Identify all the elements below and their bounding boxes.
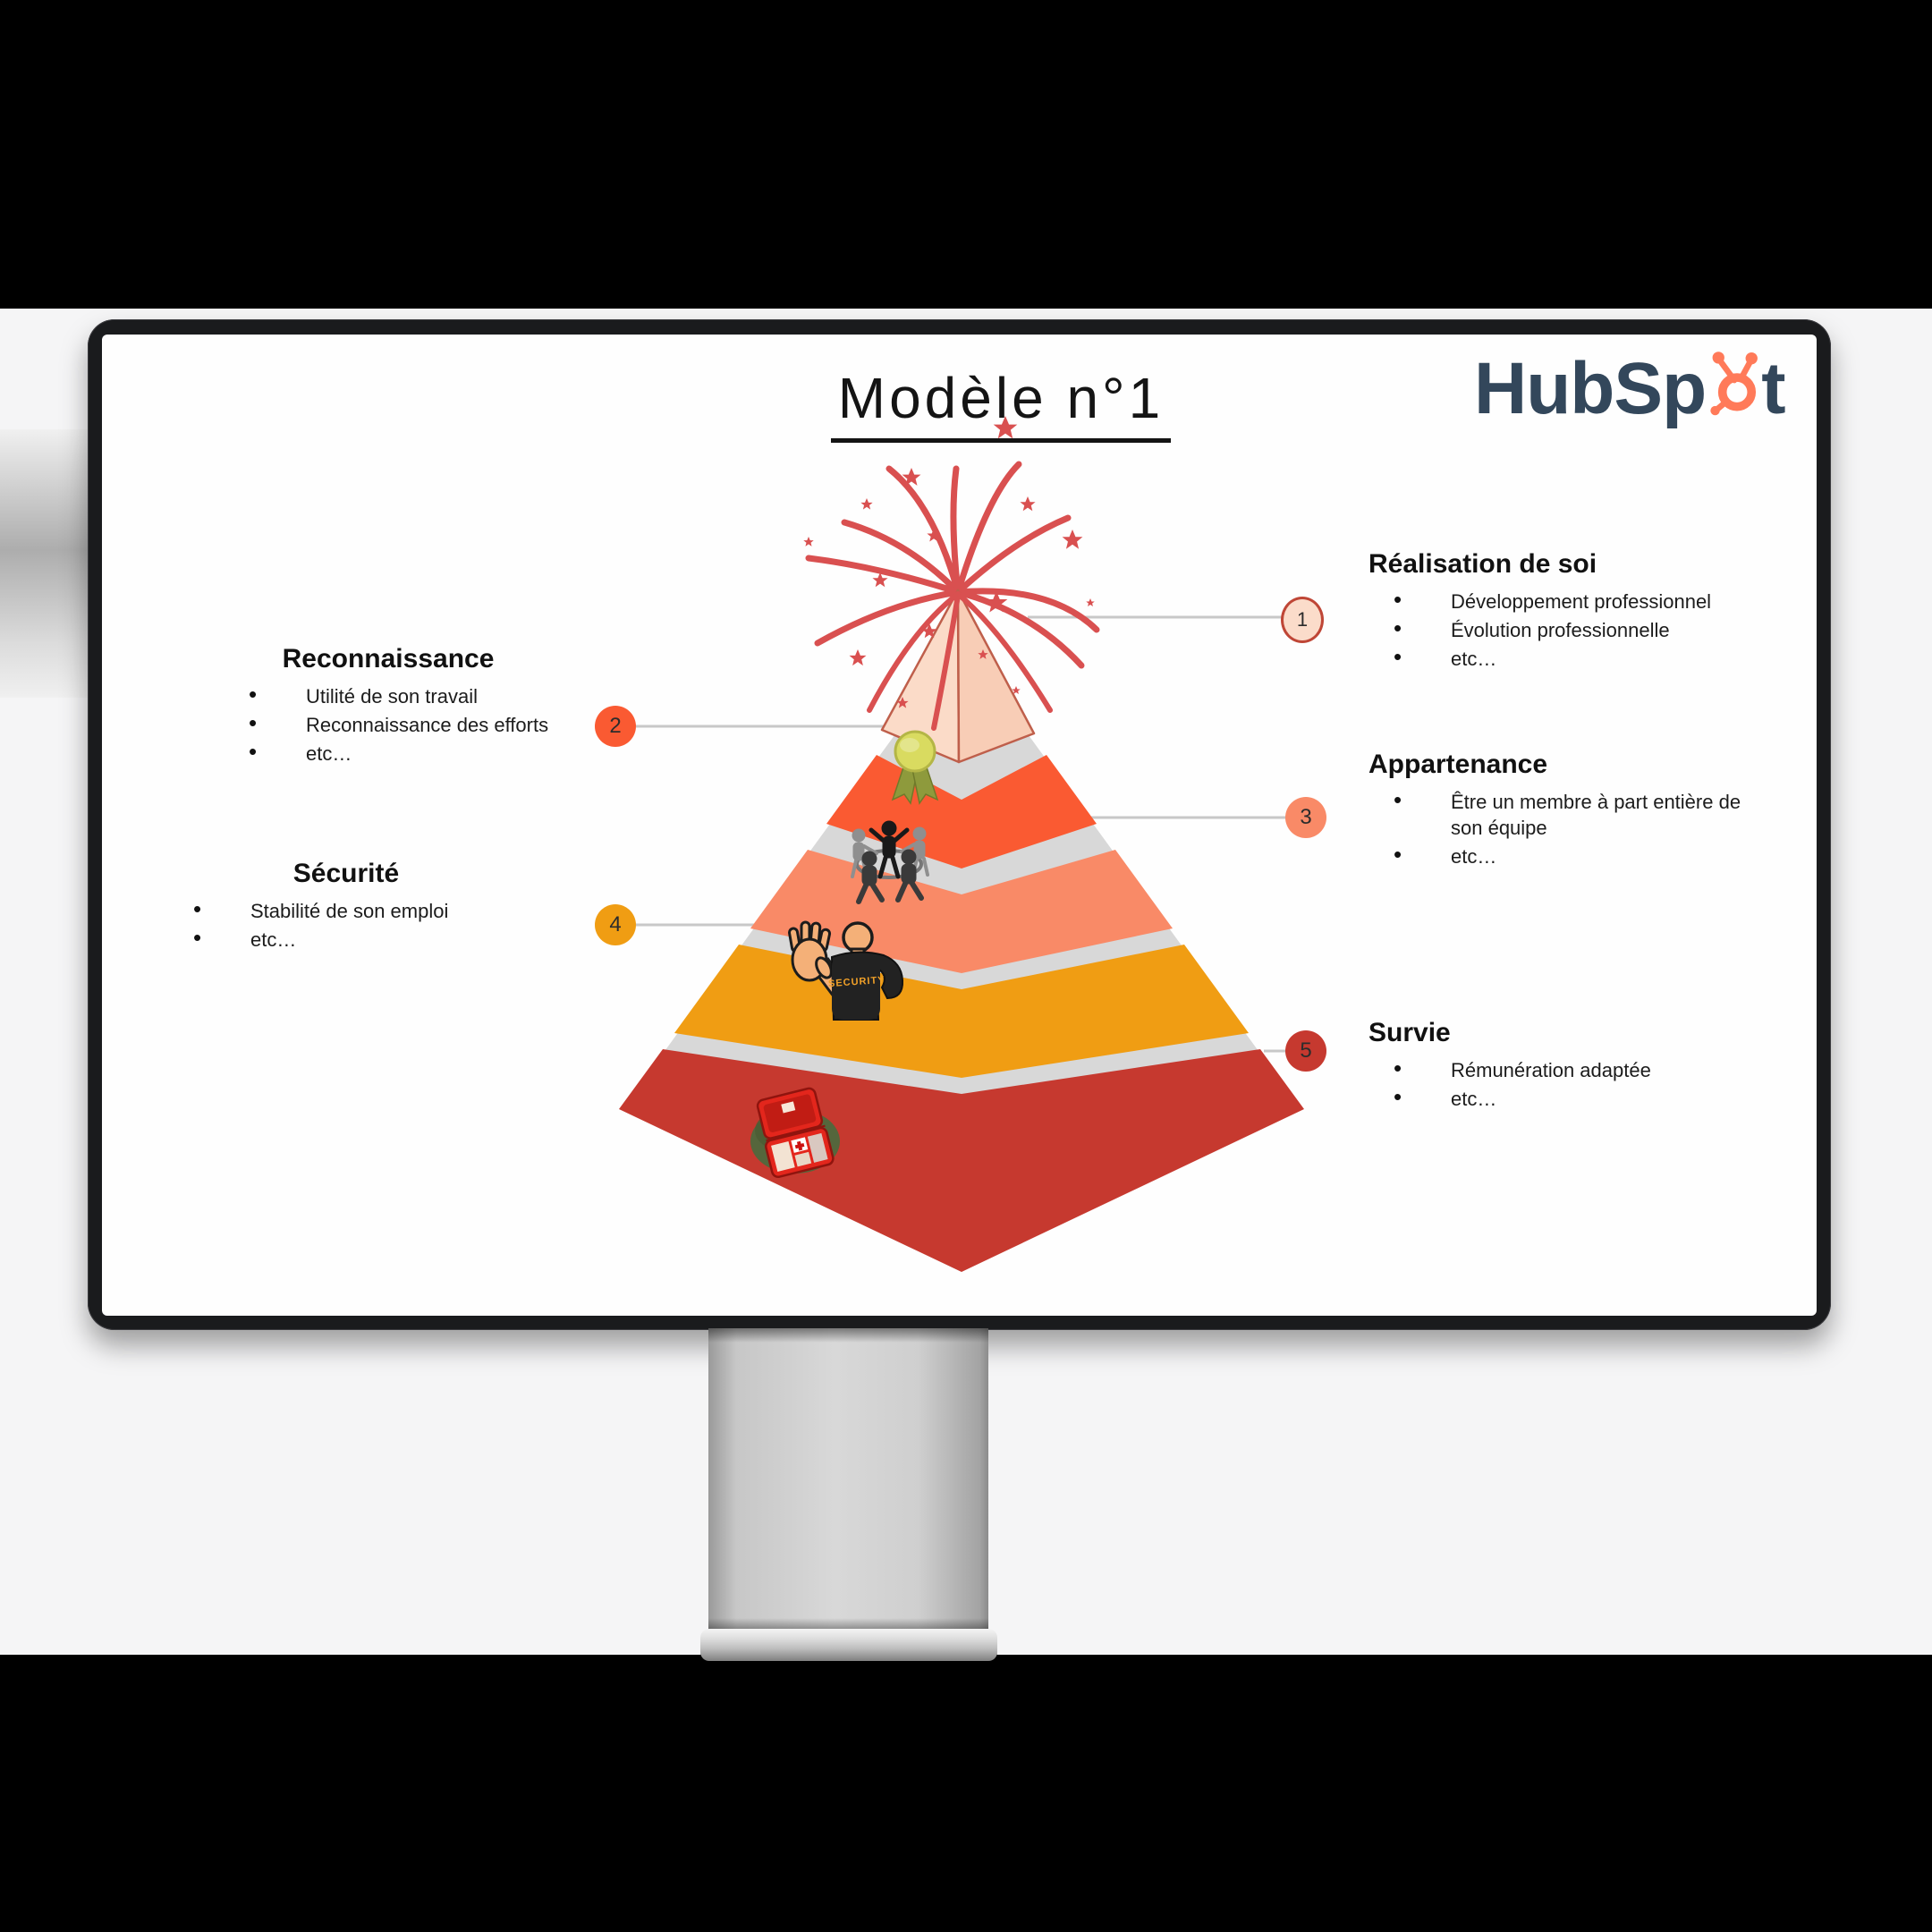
bullet-item: Utilité de son travail	[209, 682, 567, 709]
bullet-list: Rémunération adaptéeetc…	[1354, 1055, 1739, 1112]
section-securite: Sécurité Stabilité de son emploietc…	[154, 859, 538, 955]
bullet-item: Évolution professionnelle	[1354, 615, 1775, 643]
bullet-list: Utilité de son travailReconnaissance des…	[209, 682, 567, 767]
level-badge-1: 1	[1281, 597, 1324, 643]
section-heading: Survie	[1368, 1018, 1451, 1047]
section-realisation-de-soi: Réalisation de soi Développement profess…	[1354, 549, 1775, 674]
bullet-item: etc…	[1354, 842, 1757, 869]
monitor-stand	[708, 1328, 988, 1631]
slide-screen: Modèle n°1 HubSp t	[102, 335, 1817, 1316]
maslow-pyramid-diagram: SECURITY	[619, 416, 1306, 1272]
page-title: Modèle n°1	[791, 365, 1211, 443]
section-survie: Survie Rémunération adaptéeetc…	[1354, 1018, 1739, 1114]
section-reconnaissance: Reconnaissance Utilité de son travailRec…	[209, 644, 567, 769]
fireworks-icon	[805, 461, 1100, 669]
svg-text:SECURITY: SECURITY	[828, 975, 886, 989]
monitor-mockup: Modèle n°1 HubSp t	[88, 319, 1831, 1330]
bullet-item: etc…	[1354, 644, 1775, 672]
connector-lines	[636, 615, 1306, 1053]
section-heading: Appartenance	[1368, 750, 1548, 779]
bullet-list: Être un membre à part entière de son équ…	[1354, 787, 1757, 869]
bullet-item: etc…	[209, 739, 567, 767]
team-circle-icon	[851, 820, 929, 904]
security-guard-icon: SECURITY	[788, 920, 904, 1021]
bullet-item: etc…	[154, 925, 538, 953]
section-heading: Réalisation de soi	[1368, 549, 1597, 579]
section-heading: Reconnaissance	[282, 644, 495, 674]
bullet-list: Développement professionnelÉvolution pro…	[1354, 587, 1775, 672]
fireworks-overlay	[867, 591, 1053, 731]
section-heading: Sécurité	[292, 859, 400, 888]
level-badge-2: 2	[595, 706, 636, 747]
hubspot-sprocket-icon	[1710, 352, 1758, 416]
bullet-list: Stabilité de son emploietc…	[154, 896, 538, 953]
first-aid-kit-icon	[750, 1087, 840, 1179]
level-badge-5: 5	[1285, 1030, 1326, 1072]
celebration-pyramid-icon	[880, 589, 1036, 764]
hubspot-logo-text-left: HubSp	[1474, 348, 1707, 429]
hubspot-logo-text-right: t	[1761, 348, 1785, 429]
level-badge-4: 4	[595, 904, 636, 945]
bullet-item: Être un membre à part entière de son équ…	[1354, 787, 1757, 841]
medal-icon	[891, 730, 939, 805]
bullet-item: Reconnaissance des efforts	[209, 710, 567, 738]
level-badge-3: 3	[1285, 797, 1326, 838]
bullet-item: Rémunération adaptée	[1354, 1055, 1739, 1083]
hubspot-logo: HubSp t	[1474, 340, 1786, 438]
section-appartenance: Appartenance Être un membre à part entiè…	[1354, 750, 1757, 872]
monitor-base	[700, 1629, 997, 1661]
bullet-item: Développement professionnel	[1354, 587, 1775, 614]
bullet-item: Stabilité de son emploi	[154, 896, 538, 924]
bullet-item: etc…	[1354, 1084, 1739, 1112]
